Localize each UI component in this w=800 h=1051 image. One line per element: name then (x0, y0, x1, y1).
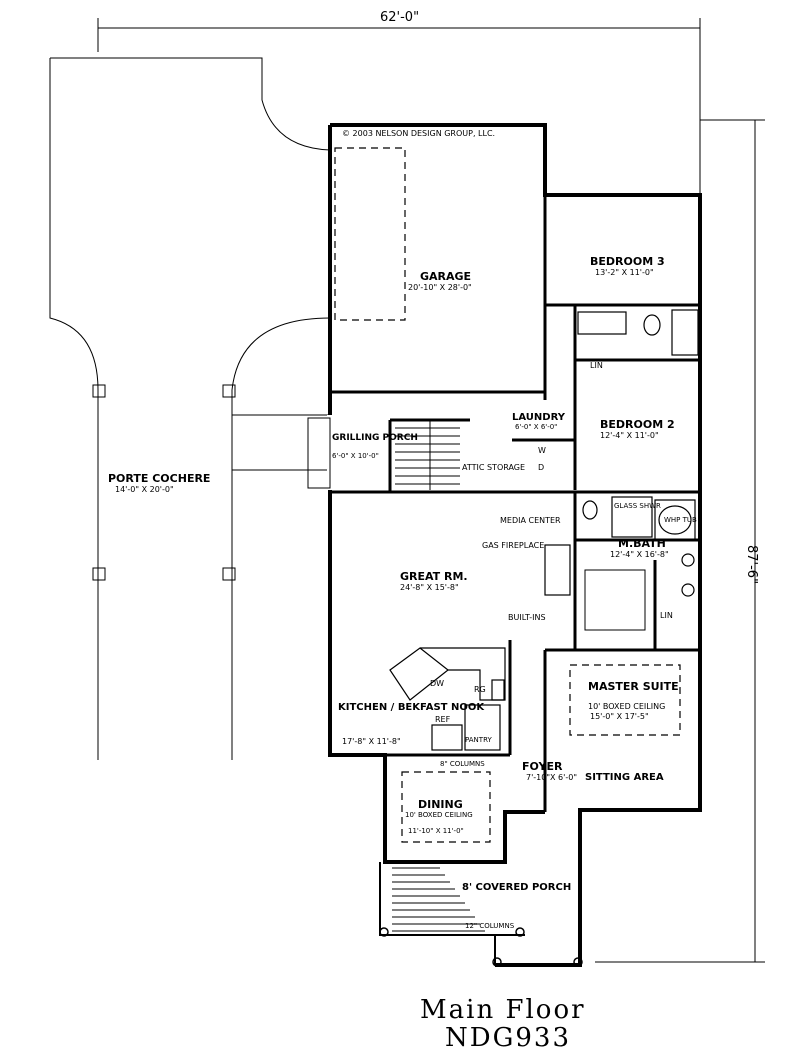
foyer-label: FOYER (522, 760, 563, 773)
columns-12-label: 12" COLUMNS (465, 922, 515, 930)
stairs (395, 420, 460, 490)
kitchen-label: KITCHEN / BEKFAST NOOK (338, 702, 485, 713)
grilling-porch-size: 6'-0" X 10'-0" (332, 452, 379, 460)
pantry-label: PANTRY (465, 736, 492, 744)
porch-steps (379, 862, 583, 967)
copyright-text: © 2003 NELSON DESIGN GROUP, LLC. (342, 129, 495, 138)
bedroom3-label: BEDROOM 3 (590, 255, 665, 268)
dryer-label: D (538, 463, 544, 472)
m-bath-label: M.BATH (618, 537, 666, 550)
bedroom3-size: 13'-2" X 11'-0" (595, 268, 654, 277)
bedroom2-size: 12'-4" X 11'-0" (600, 431, 659, 440)
glass-shower-label: GLASS SHWR (614, 502, 661, 510)
garage-size: 20'-10" X 28'-0" (408, 283, 472, 292)
great-room-size: 24'-8" X 15'-8" (400, 583, 459, 592)
whp-tub-label: WHP TUB (664, 516, 697, 524)
bath-fixtures (544, 309, 699, 597)
caption-plan-number: NDG933 (445, 1023, 571, 1051)
range-label: RG (474, 685, 486, 694)
bedroom2-label: BEDROOM 2 (600, 418, 675, 431)
attic-storage-label: ATTIC STORAGE (462, 463, 525, 472)
columns-8-label: 8" COLUMNS (440, 760, 485, 768)
dining-size: 11'-10" X 11'-0" (408, 827, 464, 835)
great-room-label: GREAT RM. (400, 570, 468, 583)
dining-label: DINING (418, 798, 463, 811)
media-center-label: MEDIA CENTER (500, 516, 561, 525)
laundry-label: LAUNDRY (512, 412, 566, 423)
built-ins-label: BUILT-INS (508, 613, 546, 622)
washer-label: W (538, 446, 546, 455)
porte-cochere-size: 14'-0" X 20'-0" (115, 485, 174, 494)
covered-porch-label: 8' COVERED PORCH (462, 882, 571, 893)
linen-label-1: LIN (590, 361, 603, 370)
garage-door-outline (334, 147, 406, 321)
gas-fireplace-label: GAS FIREPLACE (482, 541, 544, 550)
kitchen-counters (389, 647, 506, 751)
exterior-walls (307, 123, 702, 967)
foyer-size: 7'-10"X 6'-0" (526, 773, 577, 782)
interior-walls (330, 195, 700, 812)
master-suite-ceiling: 10' BOXED CEILING (588, 702, 665, 711)
dining-boxed-ceiling (401, 771, 491, 843)
sitting-area-label: SITTING AREA (585, 772, 664, 783)
grilling-porch-label: GRILLING PORCH (332, 433, 418, 443)
master-boxed-ceiling (569, 664, 681, 736)
width-dimension: 62'-0" (380, 10, 419, 25)
refrigerator-label: REF (435, 715, 451, 724)
depth-dimension: 87'-6" (744, 545, 759, 584)
porte-cochere-label: PORTE COCHERE (108, 472, 210, 485)
dimension-lines (97, 18, 765, 963)
kitchen-size: 17'-8" X 11'-8" (342, 737, 401, 746)
porte-cochere-outline (49, 57, 331, 760)
master-suite-label: MASTER SUITE (588, 680, 679, 693)
master-suite-size: 15'-0" X 17'-5" (590, 712, 649, 721)
garage-label: GARAGE (420, 270, 471, 283)
dining-ceiling: 10' BOXED CEILING (405, 811, 473, 819)
caption-title: Main Floor (420, 995, 586, 1025)
closet-island (584, 569, 646, 631)
m-bath-size: 12'-4" X 16'-8" (610, 550, 669, 559)
laundry-size: 6'-0" X 6'-0" (515, 423, 557, 431)
linen-label-2: LIN (660, 611, 673, 620)
dishwasher-label: DW (430, 679, 444, 688)
